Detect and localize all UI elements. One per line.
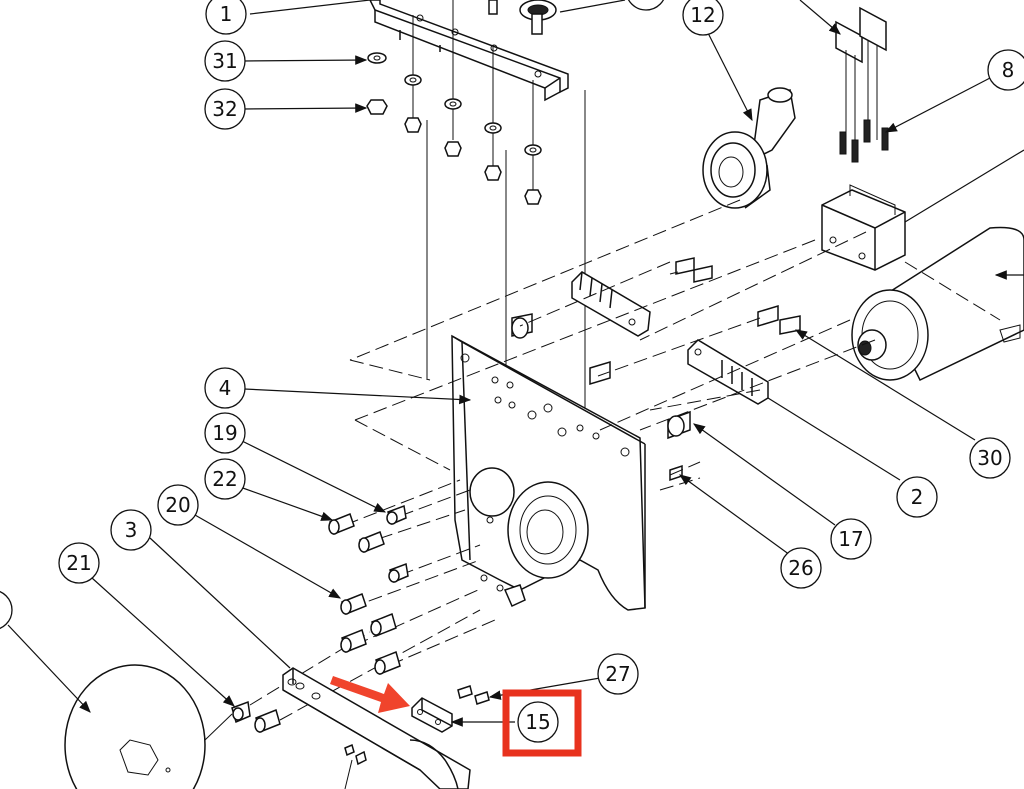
callout-8: 8	[987, 49, 1024, 91]
svg-text:19: 19	[212, 421, 237, 445]
svg-text:22: 22	[212, 467, 237, 491]
top-spindle	[519, 0, 557, 35]
motor-body	[851, 226, 1024, 381]
lower-rack	[687, 339, 769, 405]
callout-12: 12	[682, 0, 724, 36]
main-plate	[451, 334, 646, 611]
callout-26: 26	[780, 547, 822, 589]
assembly-dashed-lines	[249, 199, 1001, 721]
plate-screws	[328, 504, 409, 676]
svg-text:27: 27	[605, 662, 630, 686]
callout-22: 22	[204, 458, 246, 500]
svg-text:2: 2	[911, 485, 924, 509]
svg-text:21: 21	[66, 551, 91, 575]
red-pointer-arrow	[330, 676, 410, 713]
callout-2: 2	[896, 476, 938, 518]
callout-17: 17	[830, 518, 872, 560]
upper-rack	[571, 271, 651, 337]
svg-text:8: 8	[1002, 58, 1015, 82]
partial-callout-top	[627, 0, 665, 11]
svg-text:1: 1	[220, 2, 233, 26]
top-fastener-lines	[412, 0, 641, 471]
callout-21: 21	[58, 542, 100, 584]
callout-32: 32	[204, 88, 246, 130]
disk-plate	[64, 664, 233, 789]
svg-text:20: 20	[165, 493, 190, 517]
bottom-bar	[282, 667, 471, 789]
callout-3: 3	[110, 509, 152, 551]
bottom-screws	[231, 700, 367, 789]
svg-text:4: 4	[219, 376, 232, 400]
callout-1: 1	[205, 0, 247, 35]
callout-27: 27	[597, 653, 639, 695]
svg-text:3: 3	[125, 518, 138, 542]
top-bracket	[369, 0, 569, 102]
svg-text:30: 30	[977, 446, 1002, 470]
washers-and-nuts	[366, 0, 542, 205]
svg-text:12: 12	[690, 3, 715, 27]
partial-callout-left	[0, 590, 13, 630]
terminal-connectors	[821, 6, 906, 271]
svg-text:17: 17	[838, 527, 863, 551]
svg-text:31: 31	[212, 49, 237, 73]
callout-4: 4	[204, 367, 246, 409]
bearing-flange	[702, 87, 796, 209]
callout-19: 19	[204, 412, 246, 454]
callout-31: 31	[204, 40, 246, 82]
callout-20: 20	[157, 484, 199, 526]
highlight-box-15	[502, 689, 582, 757]
callout-30: 30	[969, 437, 1011, 479]
svg-text:26: 26	[788, 556, 813, 580]
callout-15: 15	[517, 701, 559, 743]
svg-text:32: 32	[212, 97, 237, 121]
part-15-block	[411, 685, 490, 733]
svg-text:15: 15	[525, 710, 550, 734]
